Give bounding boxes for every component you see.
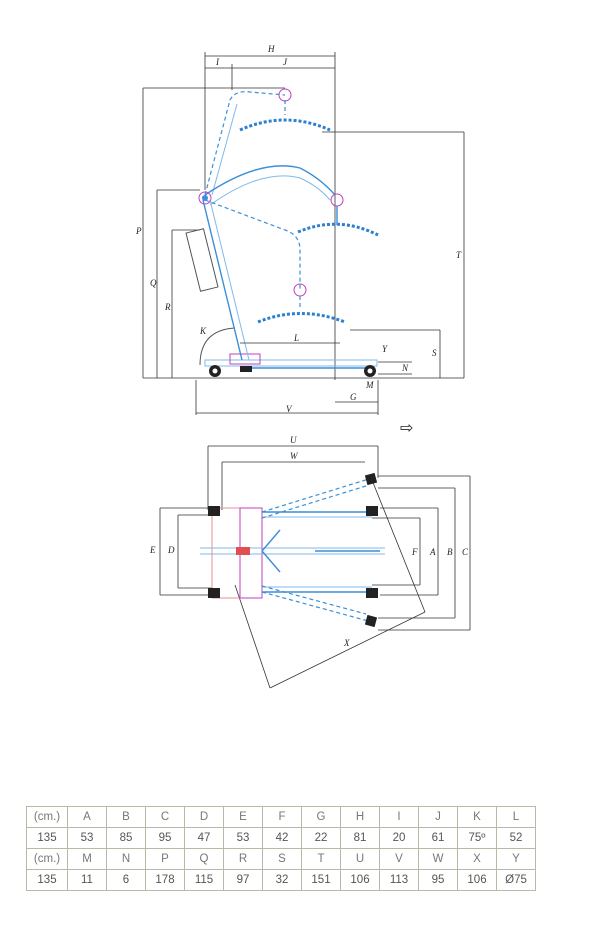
table-cell: B [106, 806, 146, 828]
table-cell: L [496, 806, 536, 828]
table-cell: 22 [301, 827, 341, 849]
table-cell: I [379, 806, 419, 828]
label-B: B [447, 547, 453, 557]
label-C: C [462, 547, 469, 557]
table-cell: Q [184, 848, 224, 870]
table-cell: 178 [145, 869, 185, 891]
table-cell: 85 [106, 827, 146, 849]
direction-arrow-icon: ⇨ [400, 420, 413, 437]
table-cell: 115 [184, 869, 224, 891]
table-cell: J [418, 806, 458, 828]
table-cell: 32 [262, 869, 302, 891]
table-cell: H [340, 806, 380, 828]
label-X: X [343, 638, 350, 648]
table-cell: Ø75 [496, 869, 536, 891]
table-cell: 61 [418, 827, 458, 849]
table-cell: E [223, 806, 263, 828]
table-cell: 53 [67, 827, 107, 849]
table-cell: N [106, 848, 146, 870]
label-K: K [199, 326, 207, 336]
table-cell: K [457, 806, 497, 828]
side-view: H I J P Q R T S G V N M Y [135, 44, 465, 415]
table-cell: P [145, 848, 185, 870]
lift-technical-drawing: H I J P Q R T S G V N M Y [135, 44, 471, 689]
table-cell: 95 [418, 869, 458, 891]
table-cell: 135 [26, 827, 68, 849]
table-cell: S [262, 848, 302, 870]
table-cell: 135 [26, 869, 68, 891]
table-cell: 53 [223, 827, 263, 849]
table-cell: Y [496, 848, 536, 870]
label-T: T [456, 250, 462, 260]
table-cell: 52 [496, 827, 536, 849]
specifications-table: (cm.) A B C D E F G H I J K L 135 53 85 … [26, 806, 536, 891]
label-M: M [365, 380, 374, 390]
table-cell: 106 [457, 869, 497, 891]
table-row: (cm.) M N P Q R S T U V W X Y [26, 848, 536, 870]
label-W: W [290, 451, 299, 461]
table-cell: F [262, 806, 302, 828]
label-A: A [429, 547, 436, 557]
table-cell: X [457, 848, 497, 870]
label-D: D [167, 545, 175, 555]
label-Y: Y [382, 344, 388, 354]
label-S: S [432, 348, 437, 358]
table-cell: R [223, 848, 263, 870]
table-cell: 106 [340, 869, 380, 891]
table-cell: 11 [67, 869, 107, 891]
label-R: R [164, 302, 171, 312]
label-G: G [350, 392, 357, 402]
table-cell: 151 [301, 869, 341, 891]
table-cell: V [379, 848, 419, 870]
table-cell: 113 [379, 869, 419, 891]
table-cell: 6 [106, 869, 146, 891]
table-cell: 81 [340, 827, 380, 849]
table-cell: W [418, 848, 458, 870]
table-cell: (cm.) [26, 806, 68, 828]
label-L: L [293, 333, 299, 343]
label-U: U [290, 435, 297, 445]
label-E: E [149, 545, 156, 555]
table-cell: C [145, 806, 185, 828]
table-row: (cm.) A B C D E F G H I J K L [26, 806, 536, 828]
table-row: 135 11 6 178 115 97 32 151 106 113 95 10… [26, 869, 536, 891]
table-cell: D [184, 806, 224, 828]
table-cell: 20 [379, 827, 419, 849]
table-cell: 42 [262, 827, 302, 849]
table-cell: U [340, 848, 380, 870]
label-H: H [267, 44, 275, 54]
table-cell: T [301, 848, 341, 870]
table-row: 135 53 85 95 47 53 42 22 81 20 61 75º 52 [26, 827, 536, 849]
table-cell: M [67, 848, 107, 870]
label-V: V [286, 404, 293, 414]
table-cell: 95 [145, 827, 185, 849]
table-cell: (cm.) [26, 848, 68, 870]
table-cell: A [67, 806, 107, 828]
top-view: U W E D F A B C X [149, 435, 471, 689]
label-N: N [401, 363, 409, 373]
label-Q: Q [150, 278, 157, 288]
table-cell: 47 [184, 827, 224, 849]
table-cell: G [301, 806, 341, 828]
table-cell: 97 [223, 869, 263, 891]
label-J: J [283, 57, 288, 67]
table-cell: 75º [457, 827, 497, 849]
label-I: I [215, 57, 220, 67]
label-F: F [411, 547, 418, 557]
label-P: P [135, 226, 142, 236]
